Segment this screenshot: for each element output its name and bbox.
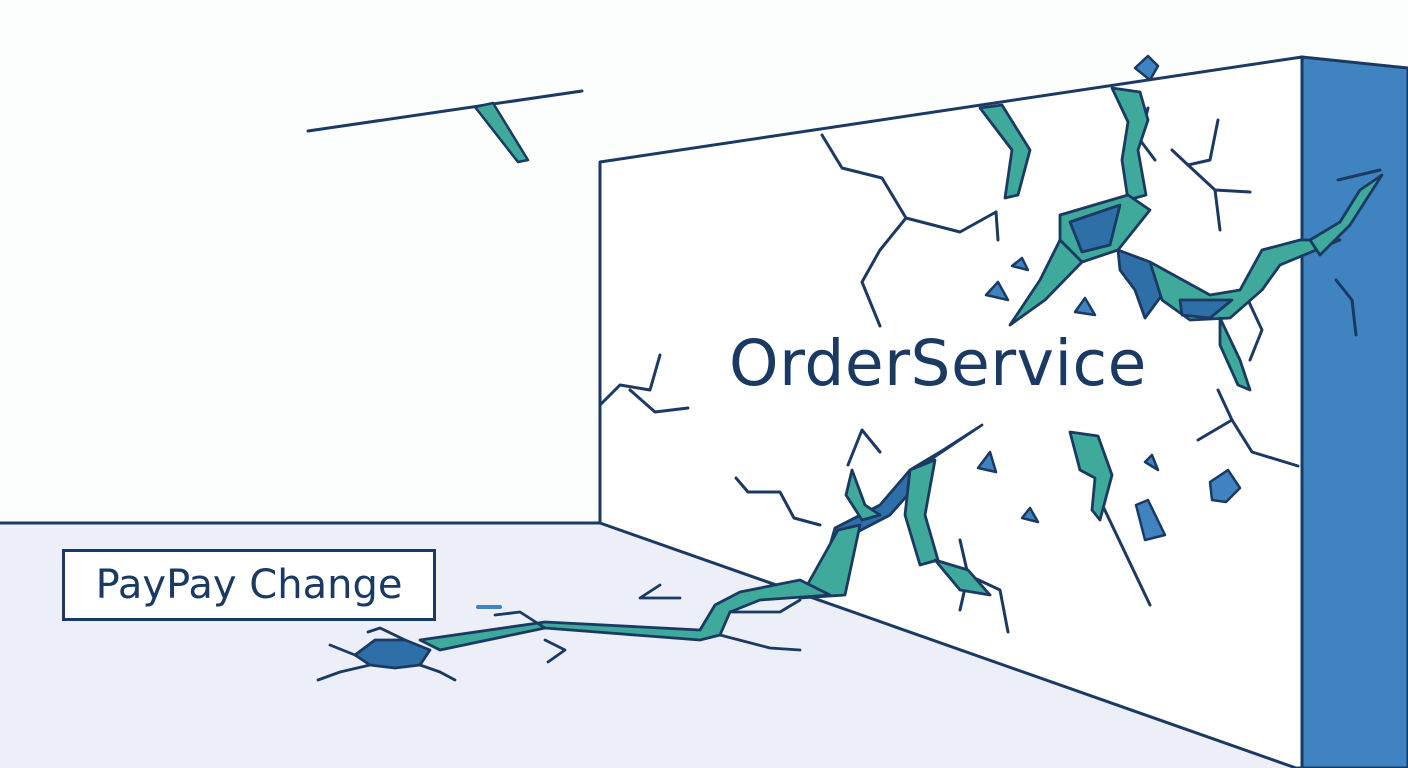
wall-side	[1300, 55, 1408, 768]
wall-deep-cracks	[798, 86, 1384, 600]
floor-crack	[316, 578, 832, 682]
change-label-box: PayPay Change	[62, 549, 436, 621]
change-label-text: PayPay Change	[95, 562, 403, 608]
wall-debris	[976, 54, 1242, 542]
ceiling-crack	[306, 89, 584, 164]
wall-label: OrderService	[729, 327, 1147, 400]
